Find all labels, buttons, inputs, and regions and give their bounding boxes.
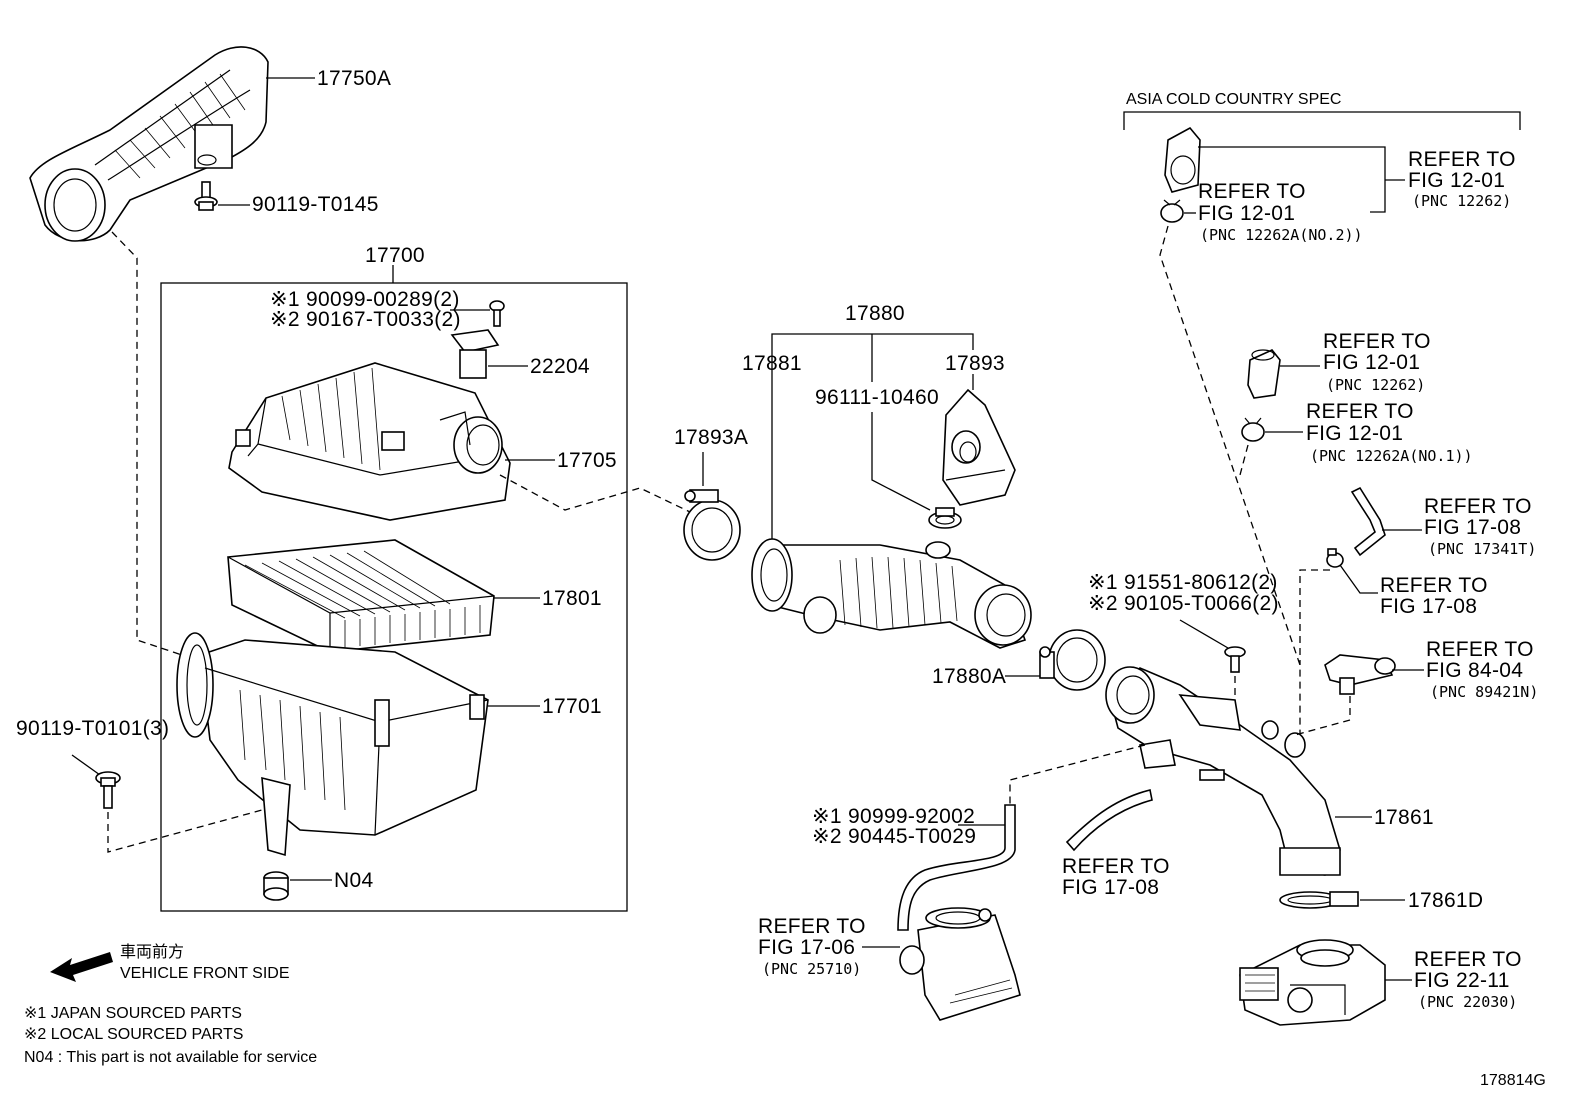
sensor-89421N [1324, 654, 1396, 695]
resonator [942, 388, 1016, 506]
legend-note1: ※1 JAPAN SOURCED PARTS [24, 1005, 242, 1022]
ref-r7-line2: FIG 17-06 [758, 936, 855, 959]
callout-90167: ※2 90167-T0033(2) [270, 308, 461, 331]
callout-17893A: 17893A [674, 426, 748, 449]
hose-17341T [1350, 486, 1386, 557]
asia-ref-a-line3: (PNC 12262) [1412, 192, 1511, 210]
air-cleaner-case [176, 632, 489, 857]
callout-17700: 17700 [365, 244, 425, 267]
ref-r8-line3: (PNC 22030) [1418, 993, 1517, 1011]
screw-91551 [1224, 646, 1246, 673]
breather-hose [1065, 789, 1153, 852]
asia-spec-pipe [1164, 126, 1201, 193]
diagram-id: 178814G [1480, 1072, 1546, 1089]
callout-22204: 22204 [530, 355, 590, 378]
callout-17801: 17801 [542, 587, 602, 610]
callout-17861D: 17861D [1408, 889, 1483, 912]
air-intake-duct [29, 46, 269, 242]
ref-r5-line1: REFER TO [1426, 638, 1534, 661]
ref-r3-line3: (PNC 17341T) [1428, 540, 1536, 558]
legend-front-jp: 車両前方 [120, 943, 184, 961]
callout-90105: ※2 90105-T0066(2) [1088, 592, 1279, 615]
clamp-96111 [928, 507, 962, 529]
ref-r2-line3: (PNC 12262A(NO.1)) [1310, 447, 1473, 465]
grommet-N04 [263, 871, 289, 901]
callout-90445: ※2 90445-T0029 [812, 825, 976, 848]
ref-r8-line2: FIG 22-11 [1414, 969, 1510, 992]
asia-spec-clip [1160, 199, 1184, 223]
throttle-body [1239, 939, 1386, 1026]
ref-r3-line2: FIG 17-08 [1424, 516, 1521, 539]
callout-90999: ※1 90999-92002 [812, 805, 975, 828]
bolt-90119-T0101 [95, 771, 121, 809]
vacuum-hose [897, 804, 1016, 931]
ref-r7-line1: REFER TO [758, 915, 866, 938]
hose-clamp-17893A [683, 489, 741, 561]
ref-r4-line1: REFER TO [1380, 574, 1488, 597]
ref-r5-line2: FIG 84-04 [1426, 659, 1523, 682]
ref-r6-line2: FIG 17-08 [1062, 876, 1159, 899]
callout-17750A: 17750A [317, 67, 391, 90]
ref-r8-line1: REFER TO [1414, 948, 1522, 971]
callout-17881: 17881 [742, 352, 802, 375]
legend-note3: N04 : This part is not available for ser… [24, 1049, 317, 1066]
callout-90099: ※1 90099-00289(2) [270, 288, 460, 311]
screw-90099 [489, 300, 505, 327]
pipe-12262 [1247, 349, 1281, 399]
air-filter-element [227, 539, 495, 653]
legend-front-en: VEHICLE FRONT SIDE [120, 965, 290, 982]
callout-17861: 17861 [1374, 806, 1434, 829]
mass-air-flow-sensor [450, 329, 500, 379]
asia-ref-a-line2: FIG 12-01 [1408, 169, 1505, 192]
assy-box-17700 [160, 282, 628, 912]
air-cleaner-cap [228, 362, 511, 521]
callout-17880: 17880 [845, 302, 905, 325]
ref-r2-line1: REFER TO [1306, 400, 1414, 423]
ref-r2-line2: FIG 12-01 [1306, 422, 1403, 445]
callout-91551: ※1 91551-80612(2) [1088, 571, 1278, 594]
callout-17701: 17701 [542, 695, 602, 718]
intake-air-connector [1105, 666, 1341, 876]
callout-90119-T0101: 90119-T0101(3) [16, 717, 169, 740]
front-arrow-icon [50, 952, 113, 982]
asia-ref-b-line1: REFER TO [1198, 180, 1306, 203]
ref-r1-line1: REFER TO [1323, 330, 1431, 353]
asia-spec-title: ASIA COLD COUNTRY SPEC [1126, 91, 1341, 108]
bolt-90119-T0145 [194, 181, 218, 211]
ref-r7-line3: (PNC 25710) [762, 960, 861, 978]
clip-17-08 [1326, 548, 1344, 568]
ref-r1-line2: FIG 12-01 [1323, 351, 1420, 374]
ref-r1-line3: (PNC 12262) [1326, 376, 1425, 394]
asia-ref-b-line2: FIG 12-01 [1198, 202, 1295, 225]
ref-r4-line2: FIG 17-08 [1380, 595, 1477, 618]
ref-r5-line3: (PNC 89421N) [1430, 683, 1538, 701]
air-cleaner-hose [751, 538, 1032, 649]
clip-12262A [1241, 417, 1265, 442]
callout-90119-T0145: 90119-T0145 [252, 193, 379, 216]
callout-17880A: 17880A [932, 665, 1006, 688]
ref-r3-line1: REFER TO [1424, 495, 1532, 518]
callout-17705: 17705 [557, 449, 617, 472]
ref-r6-line1: REFER TO [1062, 855, 1170, 878]
callout-96111: 96111-10460 [815, 386, 939, 409]
vacuum-switching-valve [899, 907, 1021, 1021]
asia-ref-a-line1: REFER TO [1408, 148, 1516, 171]
asia-ref-b-line3: (PNC 12262A(NO.2)) [1200, 226, 1363, 244]
hose-clamp-17861D [1279, 891, 1359, 909]
callout-N04: N04 [334, 869, 373, 892]
legend-note2: ※2 LOCAL SOURCED PARTS [24, 1026, 243, 1043]
hose-clamp-17880A [1039, 629, 1106, 691]
callout-17893: 17893 [945, 352, 1005, 375]
